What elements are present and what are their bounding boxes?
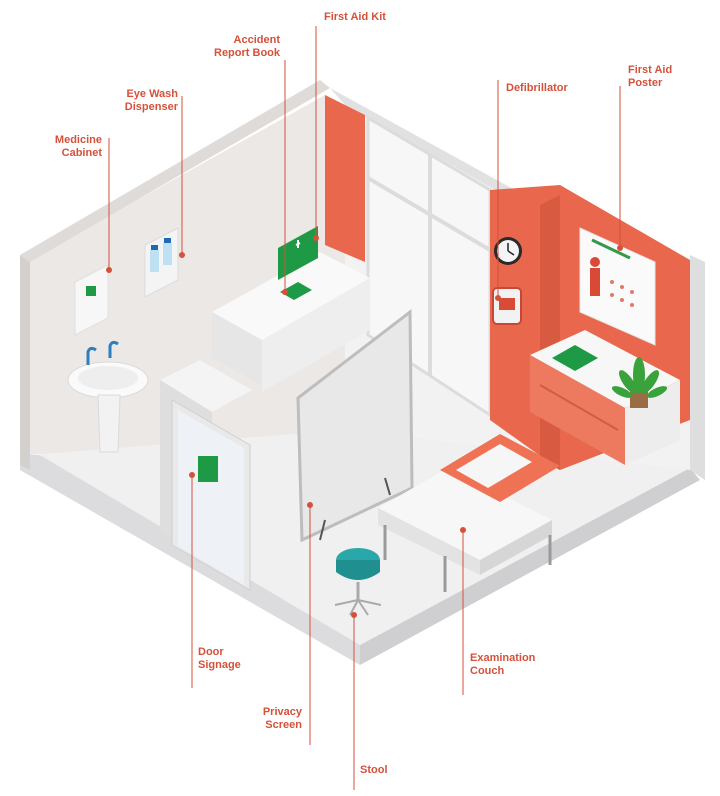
label-first-aid-poster-line2: Poster <box>628 77 663 89</box>
label-examination-couch-line2: Couch <box>470 665 505 677</box>
first-aid-kit <box>278 226 318 280</box>
label-stool: Stool <box>360 764 388 777</box>
left-wall-top-edge <box>20 80 330 262</box>
accent-wall-left <box>325 95 365 262</box>
label-eye-wash-dispenser: Eye Wash Dispenser <box>98 88 178 114</box>
label-accident-report-book: Accident Report Book <box>184 34 280 60</box>
label-medicine-cabinet-line2: Cabinet <box>61 147 102 159</box>
label-stool-line1: Stool <box>360 764 388 776</box>
label-defibrillator: Defibrillator <box>506 82 568 95</box>
couch-pillow <box>456 444 532 488</box>
desk-side <box>262 278 370 392</box>
label-privacy-screen: Privacy Screen <box>240 706 302 732</box>
plant-icon <box>611 357 668 398</box>
floor-slab-right <box>360 468 700 665</box>
label-eye-wash-dispenser-line2: Dispenser <box>124 101 178 113</box>
window-mullion-h <box>366 176 492 252</box>
label-examination-couch-line1: Examination <box>470 652 536 664</box>
medicine-cabinet <box>74 264 109 336</box>
label-eye-wash-dispenser-line1: Eye Wash <box>126 88 178 100</box>
first-aid-poster <box>579 227 656 346</box>
green-tray <box>552 345 598 371</box>
label-examination-couch: Examination Couch <box>470 652 535 678</box>
privacy-screen <box>296 308 414 543</box>
label-defibrillator-line1: Defibrillator <box>506 82 568 94</box>
desk-front <box>212 312 262 385</box>
label-accident-report-book-line1: Accident <box>233 34 280 46</box>
label-first-aid-kit: First Aid Kit <box>324 11 386 24</box>
label-medicine-cabinet-line1: Medicine <box>54 134 102 146</box>
leader-lines <box>106 26 623 790</box>
floor-slab-left <box>20 455 360 665</box>
door-panel <box>178 410 244 585</box>
left-wall-end <box>20 255 30 470</box>
accident-report-book <box>280 282 312 300</box>
tap-icon <box>86 346 97 365</box>
accent-wall-shade <box>540 195 560 470</box>
couch-end <box>480 520 552 575</box>
label-accident-report-book-line2: Report Book <box>214 47 280 59</box>
sideboard-front <box>530 355 625 465</box>
label-first-aid-poster-line1: First Aid <box>628 64 673 76</box>
label-privacy-screen-line2: Screen <box>265 719 302 731</box>
side-wall-right <box>690 255 705 480</box>
label-door-signage-line2: Signage <box>198 659 241 671</box>
couch-side <box>378 508 480 575</box>
label-first-aid-poster: First Aid Poster <box>628 64 672 90</box>
couch-top <box>378 468 552 560</box>
plant-pot <box>630 390 648 408</box>
sink-pedestal <box>97 394 121 453</box>
label-medicine-cabinet: Medicine Cabinet <box>26 134 102 160</box>
label-first-aid-kit-line1: First Aid Kit <box>324 11 386 23</box>
label-door-signage-line1: Door <box>198 646 224 658</box>
partition-top <box>160 360 252 412</box>
door-signage <box>198 456 218 482</box>
label-privacy-screen-line1: Privacy <box>262 706 302 718</box>
label-door-signage: Door Signage <box>198 646 241 672</box>
